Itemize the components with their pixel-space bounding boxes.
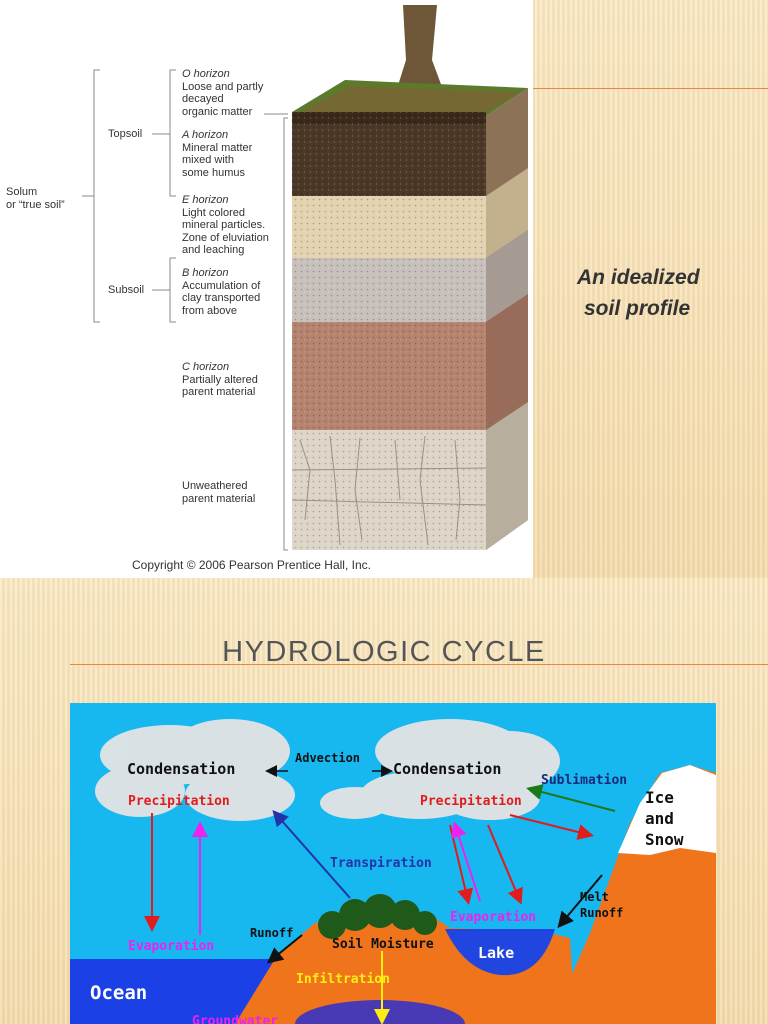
- accent-line: [533, 88, 768, 89]
- copyright-text: Copyright © 2006 Pearson Prentice Hall, …: [132, 558, 371, 572]
- unweathered-label: Unweathered parent material: [182, 480, 256, 505]
- evaporation-left-label: Evaporation: [128, 939, 214, 954]
- evaporation-right-label: Evaporation: [450, 910, 536, 925]
- ocean-label: Ocean: [90, 982, 147, 1004]
- ice-label: Ice: [645, 788, 674, 807]
- lake: [445, 929, 555, 976]
- precipitation-right-label: Precipitation: [420, 794, 522, 809]
- soil-moisture-label: Soil Moisture: [332, 937, 434, 952]
- soil-column-illustration: [82, 5, 528, 551]
- precipitation-left-label: Precipitation: [128, 794, 230, 809]
- title-underline: [70, 664, 768, 665]
- topsoil-label: Topsoil: [108, 128, 143, 140]
- advection-label: Advection: [295, 751, 360, 765]
- clouds: [95, 719, 560, 821]
- melt-label: Melt: [580, 890, 609, 904]
- infiltration-label: Infiltration: [296, 972, 390, 987]
- slide-soil-profile: Solum or “true soil” Topsoil Subsoil O h…: [0, 0, 768, 578]
- soil-profile-figure: Solum or “true soil” Topsoil Subsoil O h…: [0, 0, 533, 578]
- lake-label: Lake: [478, 944, 514, 962]
- groundwater-label: Groundwater: [192, 1014, 278, 1024]
- subsoil-label: Subsoil: [108, 284, 145, 296]
- condensation-right-label: Condensation: [393, 760, 501, 778]
- transpiration-label: Transpiration: [330, 856, 432, 871]
- runoff-left-label: Runoff: [250, 926, 293, 940]
- sublimation-label: Sublimation: [541, 773, 627, 788]
- snow-label: Snow: [645, 830, 684, 849]
- hydrologic-cycle-diagram: Condensation Advection Condensation Subl…: [70, 703, 716, 1024]
- melt-runoff-label: Runoff: [580, 906, 623, 920]
- snow-cap: [618, 765, 716, 855]
- condensation-left-label: Condensation: [127, 760, 235, 778]
- solum-label: Solum or “true soil”: [6, 186, 65, 211]
- trees: [318, 894, 437, 939]
- and-label: and: [645, 809, 674, 828]
- slide-title: HYDROLOGIC CYCLE: [222, 636, 546, 668]
- ocean: [70, 959, 275, 1024]
- slide-hydrologic-cycle: HYDROLOGIC CYCLE: [0, 578, 768, 1024]
- tree-trunk: [395, 5, 445, 95]
- bracket-lines: [82, 69, 288, 551]
